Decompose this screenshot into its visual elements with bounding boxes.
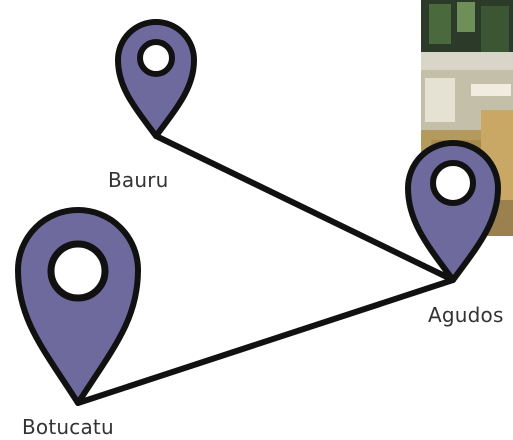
map-pin-icon[interactable] [408, 143, 498, 280]
city-label-botucatu: Botucatu [22, 415, 114, 439]
city-label-agudos: Agudos [428, 303, 504, 327]
map-pin-icon[interactable] [18, 210, 138, 403]
map-pin-icon[interactable] [118, 22, 194, 136]
city-label-bauru: Bauru [108, 168, 169, 192]
